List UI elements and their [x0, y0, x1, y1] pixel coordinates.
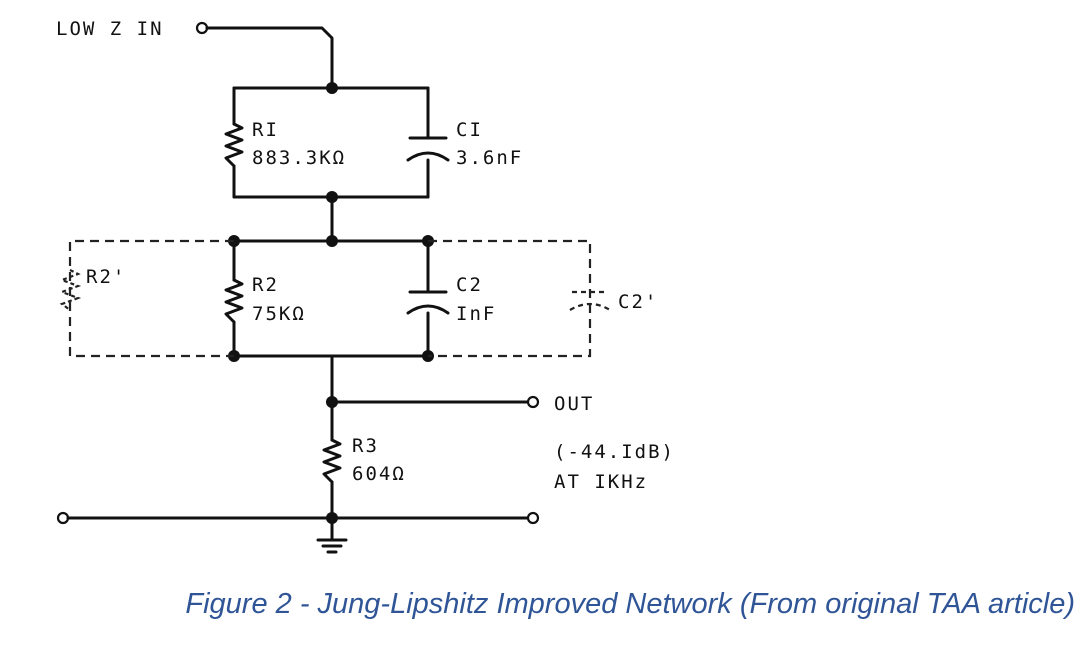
r2-c2-network — [224, 195, 450, 362]
r3-ref-label: R3 — [352, 435, 379, 457]
r3-value-label: 604Ω — [352, 463, 406, 485]
ground-icon — [316, 538, 348, 554]
c2-value-label: InF — [456, 303, 496, 325]
r2-prime-ref-label: R2' — [86, 266, 126, 288]
c2-prime-ref-label: C2' — [618, 291, 658, 313]
input-wire — [195, 21, 334, 90]
c2-plate-bottom — [406, 304, 450, 315]
c1-plate-bottom — [406, 151, 450, 162]
ground-right-terminal — [526, 511, 540, 525]
r1-resistor — [224, 122, 244, 168]
output-terminal — [526, 395, 540, 409]
input-label: LOW Z IN — [56, 18, 164, 40]
r3-resistor — [322, 438, 342, 484]
c1-value-label: 3.6nF — [456, 147, 523, 169]
r2-resistor — [224, 278, 244, 324]
r2-ref-label: R2 — [252, 274, 279, 296]
frequency-label: AT IKHz — [554, 471, 648, 493]
r2-value-label: 75KΩ — [252, 303, 306, 325]
c2-ref-label: C2 — [456, 274, 483, 296]
r1-c1-network — [224, 82, 450, 203]
c1-ref-label: CI — [456, 119, 483, 141]
figure-caption: Figure 2 - Jung-Lipshitz Improved Networ… — [185, 588, 1075, 620]
ground-rail — [56, 511, 540, 542]
r1-value-label: 883.3KΩ — [252, 147, 346, 169]
c2-prime-plate-bottom — [569, 302, 611, 311]
output-label: OUT — [554, 393, 594, 415]
r2-prime-resistor — [58, 269, 82, 311]
circuit-schematic: LOW Z IN RI 883.3KΩ CI 3.6nF R2 75KΩ C2 … — [56, 18, 675, 554]
output-network — [322, 354, 540, 520]
attenuation-label: (-44.IdB) — [554, 441, 675, 463]
optional-components — [58, 239, 611, 358]
r1-ref-label: RI — [252, 119, 279, 141]
